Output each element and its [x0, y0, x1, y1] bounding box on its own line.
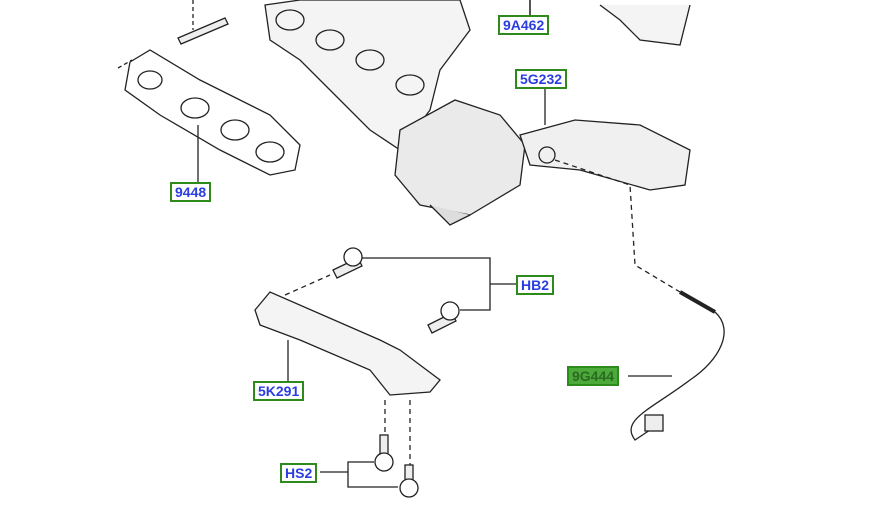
bracket — [254, 291, 441, 470]
callout-5k291[interactable]: 5K291 — [253, 381, 305, 401]
callout-9a462[interactable]: 9A462 — [498, 15, 550, 35]
bolts-hs2 — [320, 434, 419, 498]
callout-hs2[interactable]: HS2 — [280, 463, 318, 483]
callout-hb2[interactable]: HB2 — [516, 275, 555, 295]
manifold-gasket — [117, 49, 301, 182]
callout-9448[interactable]: 9448 — [170, 182, 212, 202]
bolts-hb2 — [284, 247, 516, 334]
catalytic-converter — [394, 4, 691, 226]
oxygen-sensor — [554, 159, 725, 441]
callout-5g232[interactable]: 5G232 — [515, 69, 568, 89]
callout-9g444[interactable]: 9G444 — [567, 366, 620, 386]
